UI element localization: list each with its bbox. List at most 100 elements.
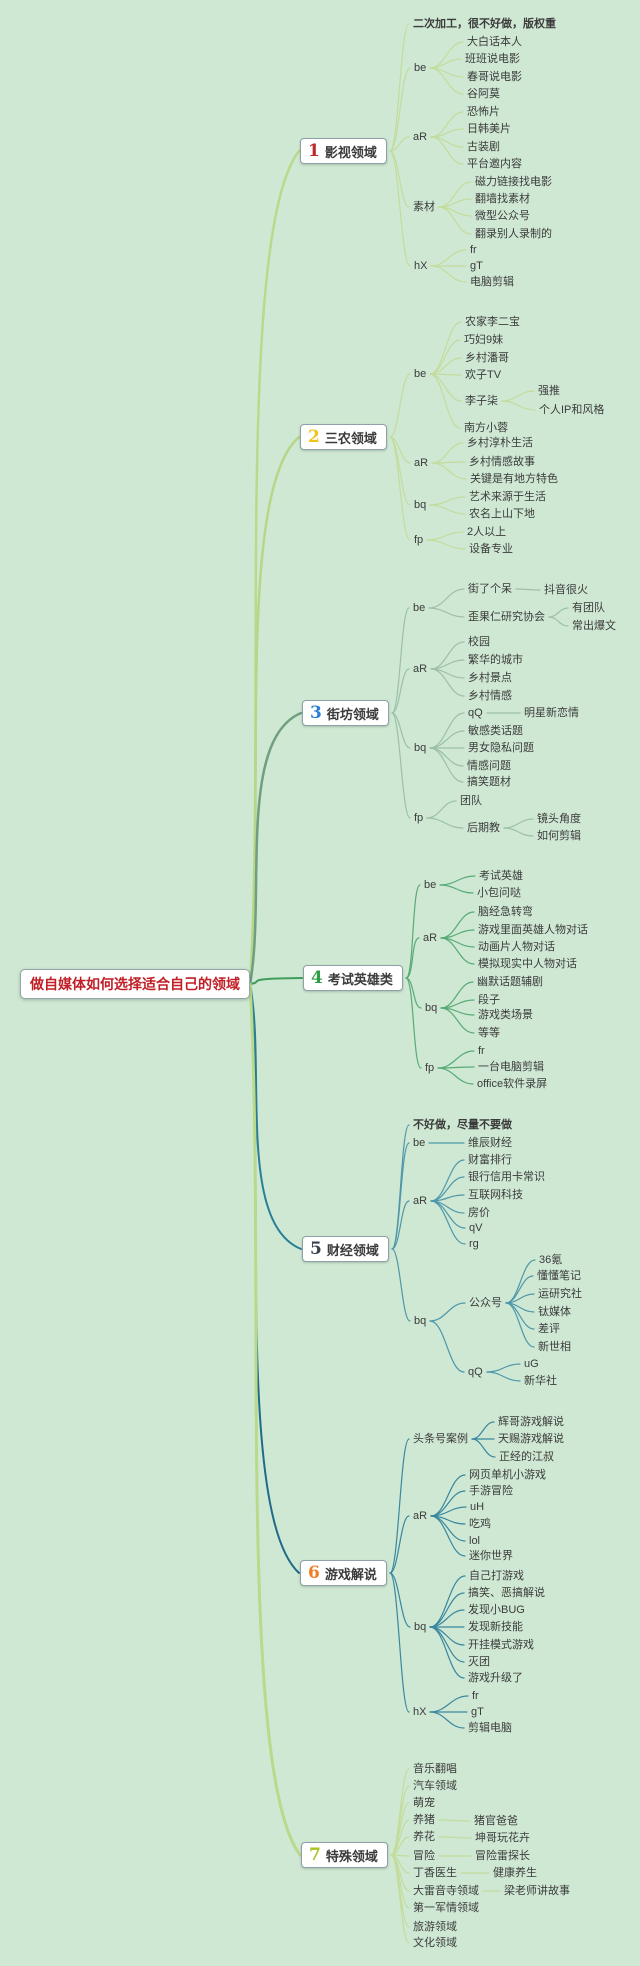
mindmap-node[interactable]: 新华社 [524,1375,557,1387]
mindmap-node[interactable]: 艺术来源于生活 [469,491,546,503]
mindmap-node[interactable]: 开挂模式游戏 [468,1639,534,1651]
mindmap-node[interactable]: 农家李二宝 [465,316,520,328]
mindmap-node[interactable]: 天赐游戏解说 [498,1433,564,1445]
mindmap-node[interactable]: hX [413,1706,427,1718]
mindmap-node[interactable]: 不好做，尽量不要做 [413,1119,512,1131]
mindmap-node[interactable]: rg [469,1238,479,1250]
mindmap-node[interactable]: 班班说电影 [465,53,520,65]
mindmap-node[interactable]: 搞笑、恶搞解说 [468,1587,545,1599]
mindmap-node[interactable]: 运研究社 [538,1288,582,1300]
mindmap-node[interactable]: 2人以上 [467,526,507,538]
mindmap-node[interactable]: 乡村情感故事 [469,456,535,468]
mindmap-node[interactable]: 乡村情感 [468,690,512,702]
mindmap-node[interactable]: 镜头角度 [537,813,581,825]
mindmap-node[interactable]: 春哥说电影 [467,71,522,83]
mindmap-node[interactable]: 强推 [538,385,560,397]
mindmap-node[interactable]: aR [423,932,438,944]
mindmap-node[interactable]: bq [414,499,427,511]
mindmap-node[interactable]: 汽车领域 [413,1780,457,1792]
root-topic-node[interactable]: 做自媒体如何选择适合自己的领域 [20,969,250,999]
mindmap-node[interactable]: 恐怖片 [467,106,500,118]
mindmap-node[interactable]: 发现小BUG [468,1604,525,1616]
mindmap-node[interactable]: 养猪 [413,1814,435,1826]
mindmap-node[interactable]: 新世相 [538,1341,571,1353]
mindmap-node[interactable]: 音乐翻唱 [413,1763,457,1775]
mindmap-node[interactable]: 萌宠 [413,1797,435,1809]
mindmap-node[interactable]: 互联网科技 [468,1189,523,1201]
mindmap-node[interactable]: 钛媒体 [538,1306,571,1318]
mindmap-node[interactable]: 繁华的城市 [468,654,523,666]
mindmap-node[interactable]: 游戏里面英雄人物对话 [478,924,588,936]
mindmap-node[interactable]: aR [413,663,428,675]
mindmap-node[interactable]: office软件录屏 [477,1078,548,1090]
mindmap-node[interactable]: 维辰财经 [468,1137,512,1149]
mindmap-node[interactable]: 脑经急转弯 [478,906,533,918]
mindmap-node[interactable]: be [413,602,426,614]
mindmap-node[interactable]: 模拟现实中人物对话 [478,958,577,970]
mindmap-node[interactable]: qQ [468,707,483,719]
mindmap-node[interactable]: qV [469,1222,483,1234]
mindmap-node[interactable]: 手游冒险 [469,1485,513,1497]
mindmap-node[interactable]: 后期教 [467,822,500,834]
mindmap-node[interactable]: 如何剪辑 [537,830,581,842]
mindmap-node[interactable]: fp [414,534,424,546]
mindmap-node[interactable]: 农名上山下地 [469,508,535,520]
mindmap-node[interactable]: bq [414,1621,427,1633]
mindmap-node[interactable]: fr [470,244,477,256]
mindmap-node[interactable]: 情感问题 [467,760,511,772]
mindmap-node[interactable]: 李子柒 [465,395,498,407]
mindmap-node[interactable]: 养花 [413,1831,435,1843]
mindmap-node[interactable]: 大雷音寺领域 [413,1885,479,1897]
mindmap-node[interactable]: 男女隐私问题 [468,742,534,754]
mindmap-node[interactable]: 游戏类场景 [478,1009,533,1021]
mindmap-node[interactable]: 考试英雄 [479,870,523,882]
mindmap-node[interactable]: 房价 [468,1207,490,1219]
mindmap-node[interactable]: 翻录别人录制的 [475,228,552,240]
mindmap-node[interactable]: bq [414,1315,427,1327]
mindmap-node[interactable]: 设备专业 [469,543,513,555]
mindmap-node[interactable]: 谷阿莫 [467,88,500,100]
mindmap-node[interactable]: 文化领域 [413,1937,457,1949]
mindmap-node[interactable]: 等等 [478,1027,500,1039]
mindmap-node[interactable]: 敏感类话题 [468,725,523,737]
mindmap-node[interactable]: 辉哥游戏解说 [498,1416,564,1428]
mindmap-node[interactable]: 公众号 [469,1297,502,1309]
mindmap-node[interactable]: aR [413,1510,428,1522]
mindmap-node[interactable]: 磁力链接找电影 [475,176,552,188]
mindmap-node[interactable]: 头条号案例 [413,1433,468,1445]
mindmap-node[interactable]: 自己打游戏 [469,1570,524,1582]
mindmap-node[interactable]: be [424,879,437,891]
mindmap-node[interactable]: 旅游领域 [413,1921,457,1933]
mindmap-node[interactable]: 明星新恋情 [524,707,579,719]
mindmap-node[interactable]: 抖音很火 [544,584,588,596]
mindmap-node[interactable]: 剪辑电脑 [468,1722,512,1734]
mindmap-node[interactable]: aR [413,131,428,143]
mindmap-node[interactable]: 南方小蓉 [464,422,508,434]
mindmap-node[interactable]: 幽默话题辅剧 [477,976,543,988]
mindmap-node[interactable]: bq [414,742,427,754]
mindmap-node[interactable]: fr [478,1045,485,1057]
mindmap-node[interactable]: 灭团 [468,1656,490,1668]
mindmap-node[interactable]: qQ [468,1366,483,1378]
mindmap-node[interactable]: 银行信用卡常识 [468,1171,545,1183]
mindmap-node[interactable]: 巧妇9妹 [464,334,504,346]
mindmap-node[interactable]: 冒险雷探长 [475,1850,530,1862]
mindmap-node[interactable]: fp [414,812,424,824]
mindmap-node[interactable]: 搞笑题材 [467,776,511,788]
mindmap-node[interactable]: 猪官爸爸 [474,1815,518,1827]
mindmap-node[interactable]: 梁老师讲故事 [504,1885,570,1897]
mindmap-node[interactable]: 有团队 [572,602,605,614]
mindmap-node[interactable]: 懂懂笔记 [537,1270,581,1282]
mindmap-node[interactable]: 健康养生 [493,1867,537,1879]
mindmap-node[interactable]: 二次加工，很不好做，版权重 [413,18,556,30]
mindmap-node[interactable]: 小包问哒 [477,887,521,899]
mindmap-node[interactable]: be [413,1137,426,1149]
mindmap-node[interactable]: 财富排行 [468,1154,512,1166]
mindmap-node[interactable]: 丁香医生 [413,1867,457,1879]
